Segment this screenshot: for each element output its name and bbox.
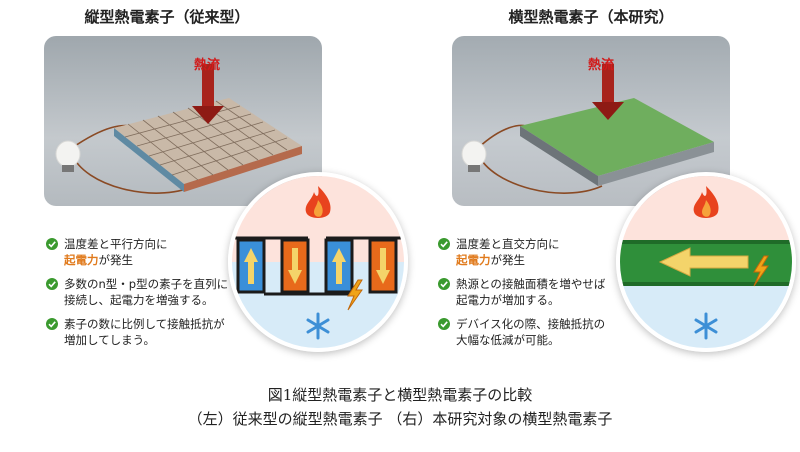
right-bullet-1: 温度差と直交方向に 起電力が発生 (438, 236, 638, 268)
right-panel-title: 横型熱電素子（本研究） (508, 8, 674, 26)
left-bullet-list: 温度差と平行方向に 起電力が発生 多数のn型・p型の素子を直列に 接続し、起電力… (46, 236, 246, 356)
check-icon (46, 318, 58, 330)
flame-icon (305, 186, 331, 218)
check-icon (46, 278, 58, 290)
figure-caption-line-1: 図1縦型熱電素子と横型熱電素子の比較 (267, 386, 533, 404)
heat-arrow-icon (592, 64, 624, 120)
check-icon (438, 238, 450, 250)
right-heat-label: 熱流 (588, 58, 615, 73)
snowflake-icon (694, 312, 718, 340)
heat-arrow-icon (192, 64, 224, 124)
lightning-icon (753, 255, 769, 287)
bulb-icon (461, 140, 487, 172)
left-panel-title: 縦型熱電素子（従来型） (84, 8, 250, 26)
left-bullet-2: 多数のn型・p型の素子を直列に 接続し、起電力を増強する。 (46, 276, 246, 308)
left-bullet-3: 素子の数に比例して接触抵抗が 増加してしまう。 (46, 316, 246, 348)
vertical-module-illustration (55, 64, 302, 194)
lightning-icon (347, 279, 363, 311)
left-scene (44, 36, 322, 206)
right-bullet-list: 温度差と直交方向に 起電力が発生 熱源との接触面積を増やせば 起電力が増加する。… (438, 236, 638, 356)
check-icon (438, 278, 450, 290)
snowflake-icon (306, 312, 330, 340)
left-heat-label: 熱流 (194, 58, 221, 73)
check-icon (46, 238, 58, 250)
right-detail-circle (616, 172, 796, 352)
bulb-icon (55, 140, 81, 172)
left-bullet-1: 温度差と平行方向に 起電力が発生 (46, 236, 246, 268)
right-bullet-2: 熱源との接触面積を増やせば 起電力が増加する。 (438, 276, 638, 308)
flame-icon (693, 186, 719, 218)
right-bullet-3: デバイス化の際、接触抵抗の 大幅な低減が可能。 (438, 316, 638, 348)
left-detail-circle (228, 172, 408, 352)
figure-caption-line-2: （左）従来型の縦型熱電素子 （右）本研究対象の横型熱電素子 (187, 410, 613, 428)
transverse-module-illustration (461, 64, 714, 194)
check-icon (438, 318, 450, 330)
